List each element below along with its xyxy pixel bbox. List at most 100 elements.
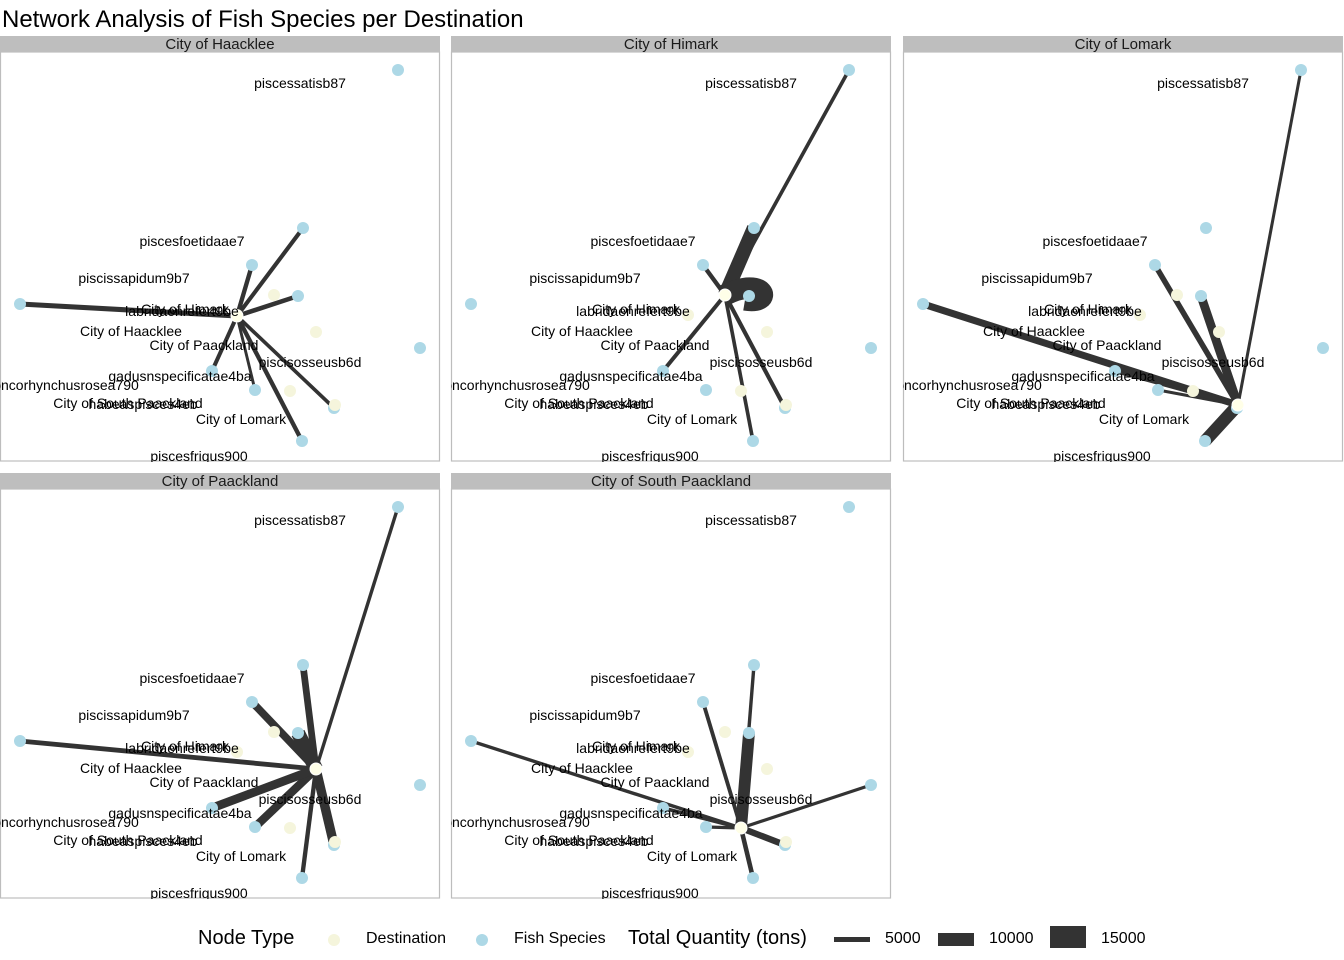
fish-node-gadusnspecificatae4ba — [1109, 365, 1121, 377]
strip-label: City of South Paackland — [591, 473, 751, 490]
chart-title: Network Analysis of Fish Species per Des… — [2, 6, 524, 33]
node-label-labridaenrefert9be: labridaenrefert9be — [1028, 303, 1142, 319]
node-label-piscisosseusb6d: piscisosseusb6d — [1162, 354, 1265, 370]
strip-label: City of Paackland — [162, 473, 279, 490]
edge-labridaenrefert9be — [921, 300, 1240, 409]
node-label-city-of-paackland: City of Paackland — [150, 337, 259, 353]
destination-node-city-of-lomark — [780, 399, 792, 411]
node-label-habeaspisces4eb: habeaspisces4eb — [89, 833, 198, 849]
node-label-city-of-haacklee: City of Haacklee — [531, 760, 633, 776]
panel-plot-area: piscessatisb87piscesfoetidaae7piscissapi… — [0, 64, 426, 464]
fish-node-piscesfrigus900 — [747, 435, 759, 447]
fish-node-piscisosseusb6d — [743, 290, 755, 302]
node-label-piscesfrigus900: piscesfrigus900 — [601, 448, 698, 464]
node-label-piscesfoetidaae7: piscesfoetidaae7 — [139, 233, 244, 249]
facet-panel-city-of-south-paackland: City of South Paacklandpiscessatisb87pis… — [444, 473, 892, 899]
fish-node-oncorhynchusrosea790 — [414, 342, 426, 354]
strip-background — [903, 36, 1343, 52]
node-label-city-of-lomark: City of Lomark — [647, 411, 738, 427]
node-label-piscessatisb87: piscessatisb87 — [254, 512, 346, 528]
node-label-oncorhynchusrosea790: oncorhynchusrosea790 — [0, 377, 139, 393]
legend-quantity-label-5000: 5000 — [885, 930, 921, 947]
fish-node-piscesfrigus900 — [296, 435, 308, 447]
hub-node — [718, 288, 732, 302]
node-label-labridaenrefert9be: labridaenrefert9be — [576, 740, 690, 756]
fish-node-labridaenrefert9be — [14, 735, 26, 747]
fish-node-gadusnspecificatae4ba — [206, 365, 218, 377]
legend-fish-label: Fish Species — [514, 930, 606, 947]
panel-border — [902, 51, 1344, 462]
node-label-piscesfrigus900: piscesfrigus900 — [150, 885, 247, 901]
node-label-gadusnspecificatae4ba: gadusnspecificatae4ba — [1011, 368, 1154, 384]
node-label-piscesfoetidaae7: piscesfoetidaae7 — [139, 670, 244, 686]
node-label-piscissapidum9b7: piscissapidum9b7 — [78, 707, 189, 723]
edge-labridaenrefert9be — [470, 739, 742, 830]
node-label-piscesfrigus900: piscesfrigus900 — [1053, 448, 1150, 464]
panel-border — [0, 488, 441, 899]
node-label-piscisosseusb6d: piscisosseusb6d — [710, 791, 813, 807]
edge-gadusnspecificatae4ba — [1114, 369, 1239, 407]
fish-node-piscessatisb87 — [1295, 64, 1307, 76]
node-label-piscesfrigus900: piscesfrigus900 — [150, 448, 247, 464]
strip-label: City of Himark — [624, 36, 719, 53]
panel-plot-area: piscessatisb87 piscesfoetidaae7 piscissapi… — [0, 501, 426, 901]
node-label-piscessatisb87: piscessatisb87 — [254, 75, 346, 91]
fish-node-piscesfrigus900 — [1199, 435, 1211, 447]
edge-piscessatisb87 — [314, 506, 400, 770]
node-label-oncorhynchusrosea790: oncorhynchusrosea790 — [0, 814, 139, 830]
node-label-habeaspisces4eb: habeaspisces4eb — [540, 833, 649, 849]
fish-node-piscissapidum9b7 — [246, 259, 258, 271]
destination-node-city-of-haacklee — [231, 746, 243, 758]
node-label-gadusnspecificatae4ba: gadusnspecificatae4ba — [559, 368, 702, 384]
destination-node-city-of-south-paackland — [735, 385, 747, 397]
node-label-gadusnspecificatae4ba: gadusnspecificatae4ba — [108, 805, 251, 821]
node-label-oncorhynchusrosea790: oncorhynchusrosea790 — [444, 814, 590, 830]
node-label-city-of-south-paackland: City of South Paackland — [956, 395, 1105, 411]
hub-node — [734, 821, 748, 835]
panel-border — [450, 51, 892, 462]
node-label-city-of-paackland: City of Paackland — [601, 337, 710, 353]
fish-node-piscisosseusb6d — [292, 290, 304, 302]
destination-node-city-of-himark — [268, 289, 280, 301]
fish-node-oncorhynchusrosea790 — [865, 779, 877, 791]
fish-node-oncorhynchusrosea790 — [414, 779, 426, 791]
fish-node-thunnininveradb7 — [249, 821, 261, 833]
edge-thunnininveradb7 — [235, 315, 257, 391]
fish-node-thunnininveradb7 — [249, 384, 261, 396]
legend-quantity-label-15000: 15000 — [1101, 930, 1146, 947]
node-label-gadusnspecificatae4ba: gadusnspecificatae4ba — [559, 805, 702, 821]
node-label-city-of-paackland: City of Paackland — [601, 774, 710, 790]
destination-node-city-of-haacklee — [682, 309, 694, 321]
fish-node-piscesfoetidaae7 — [1200, 222, 1212, 234]
fish-node-piscisosseusb6d — [292, 727, 304, 739]
network-facets: City of Haacklee piscessatisb87 piscesfoet… — [0, 36, 1344, 901]
facet-panel-city-of-lomark: City of Lomarkpiscessatisb87piscesfoetid… — [902, 36, 1344, 464]
destination-node-city-of-himark — [1171, 289, 1183, 301]
fish-node-piscisosseusb6d — [743, 727, 755, 739]
destination-node-city-of-lomark — [329, 836, 341, 848]
legend: Node Type Destination Fish Species Total… — [0, 920, 1344, 956]
edge-gadusnspecificatae4ba — [661, 293, 727, 373]
fish-node-oncorhynchusrosea790 — [1317, 342, 1329, 354]
edge-gadusnspecificatae4ba — [662, 806, 742, 830]
edge-habeaspisces4eb — [311, 767, 339, 847]
node-label-habeaspisces4eb: habeaspisces4eb — [992, 396, 1101, 412]
destination-node-city-of-haacklee — [1134, 309, 1146, 321]
destination-node-city-of-paackland — [310, 326, 322, 338]
legend-quantity-label-10000: 10000 — [989, 930, 1034, 947]
fish-node-gadusnspecificatae4ba — [657, 365, 669, 377]
edge-gadusnspecificatae4ba — [210, 315, 239, 372]
edge-piscesfoetidaae7 — [235, 226, 305, 318]
fish-node-piscissapidum9b7 — [1149, 259, 1161, 271]
fish-node-gadusnspecificatae4ba — [206, 802, 218, 814]
node-label-city-of-himark: City of Himark — [592, 301, 681, 317]
fish-node-piscessatisb87 — [392, 501, 404, 513]
node-label-piscessatisb87: piscessatisb87 — [705, 75, 797, 91]
edge-piscesfrigus900 — [723, 294, 755, 442]
edge-labridaenrefert9be — [720, 277, 774, 312]
strip-background — [451, 473, 891, 489]
legend-quantity-key-10000 — [938, 933, 974, 946]
facet-panel-city-of-paackland: City of Paackland piscessatisb87 piscesfoe… — [0, 473, 441, 901]
fish-node-thunnininveradb7 — [1152, 384, 1164, 396]
fish-node-piscissapidum9b7 — [697, 259, 709, 271]
